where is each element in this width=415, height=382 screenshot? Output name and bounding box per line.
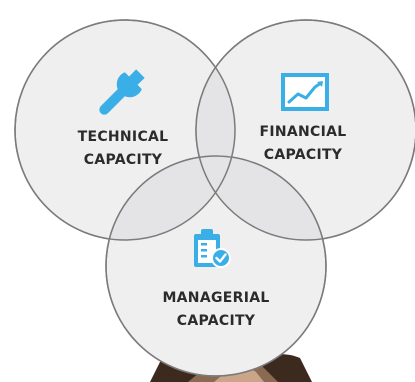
clipboard-check-icon [194,229,231,268]
managerial-label-line2: CAPACITY [177,313,256,329]
managerial-label-line1: MANAGERIAL [162,290,269,306]
technical-label-line1: TECHNICAL [78,129,169,145]
overlap-shading [106,20,326,240]
financial-label-line2: CAPACITY [264,147,343,163]
technical-label-line2: CAPACITY [84,152,163,168]
wrench-icon [99,69,145,115]
chart-icon [281,73,329,111]
circle-outlines [14,19,415,377]
financial-label-line1: FINANCIAL [260,124,347,140]
